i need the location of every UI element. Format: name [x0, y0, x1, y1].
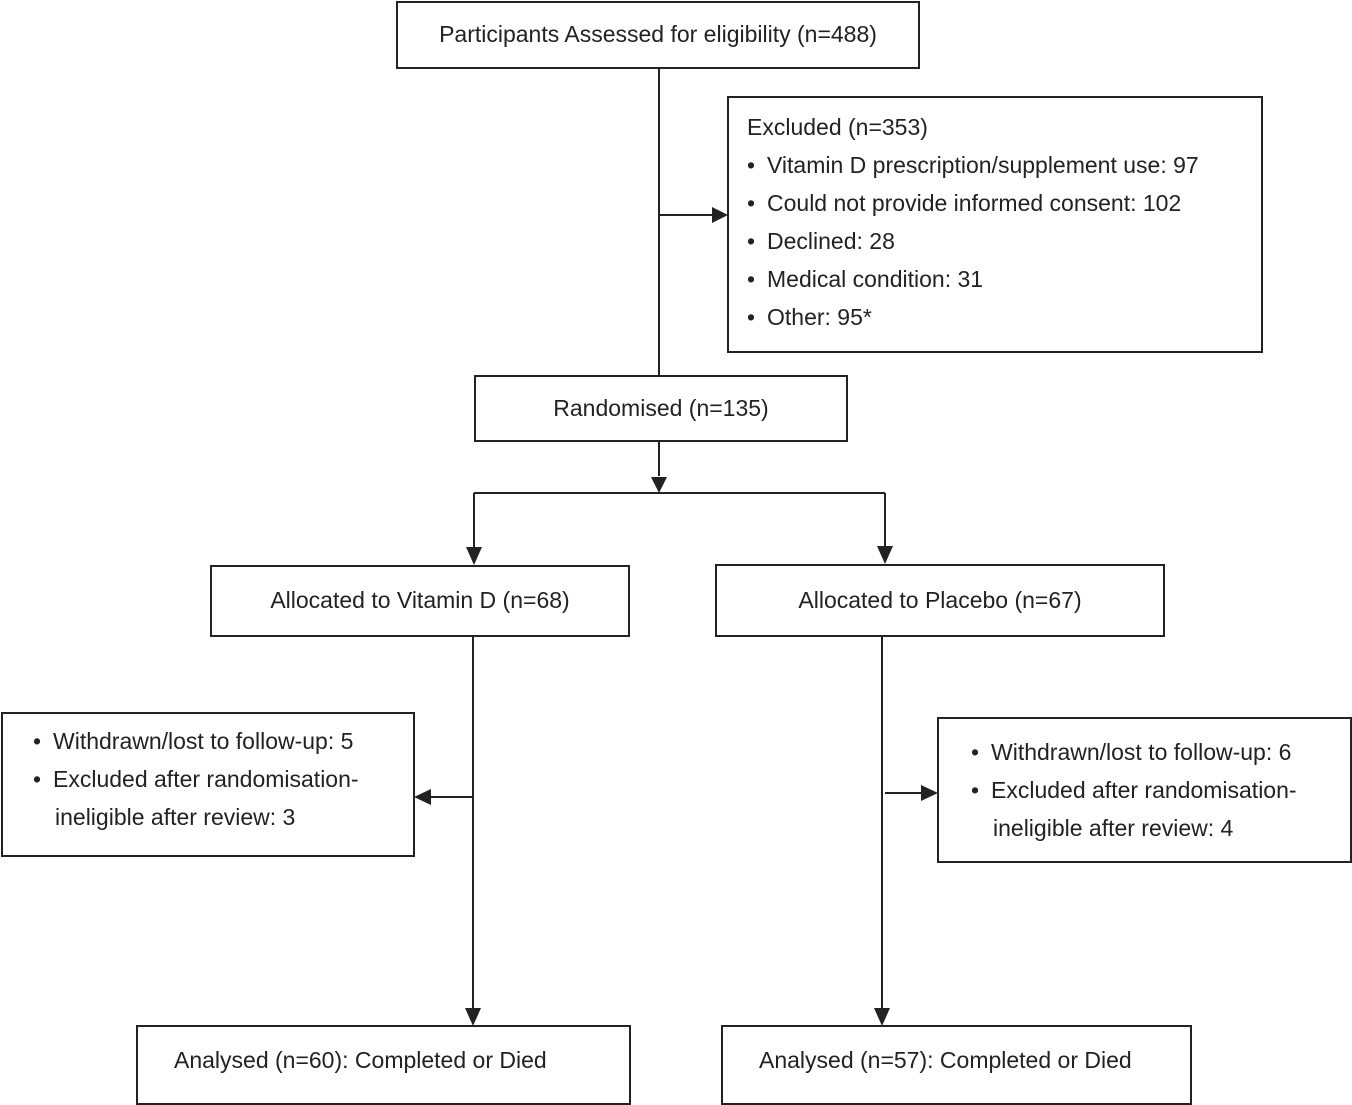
bullet-icon: • [33, 728, 42, 754]
vitd-losses-list: • Withdrawn/lost to follow-up: 5 • Exclu… [33, 728, 403, 842]
excluded-item: • Declined: 28 [747, 228, 1247, 266]
placebo-loss-label: Excluded after randomisation- [991, 777, 1297, 803]
excluded-title: Excluded (n=353) [747, 114, 928, 140]
vitd-loss-continuation: ineligible after review: 3 [33, 804, 403, 842]
allocated-placebo-box: Allocated to Placebo (n=67) [715, 564, 1165, 637]
placebo-losses-list: • Withdrawn/lost to follow-up: 6 • Exclu… [971, 739, 1344, 853]
excluded-item-label: Declined: 28 [767, 228, 895, 254]
arrowhead-split [651, 477, 667, 493]
placebo-loss-label: Withdrawn/lost to follow-up: 6 [991, 739, 1292, 765]
assessed-box: Participants Assessed for eligibility (n… [396, 1, 920, 69]
placebo-loss-item: • Excluded after randomisation- [971, 777, 1344, 815]
randomised-box: Randomised (n=135) [474, 375, 848, 442]
excluded-item-label: Could not provide informed consent: 102 [767, 190, 1182, 216]
allocated-vitd-box: Allocated to Vitamin D (n=68) [210, 565, 630, 637]
excluded-item-label: Other: 95* [767, 304, 872, 330]
analysed-placebo-box: Analysed (n=57): Completed or Died [721, 1025, 1192, 1105]
bullet-icon: • [33, 766, 42, 792]
bullet-icon: • [971, 739, 980, 765]
vitd-losses-box: • Withdrawn/lost to follow-up: 5 • Exclu… [1, 712, 415, 857]
excluded-item: • Medical condition: 31 [747, 266, 1247, 304]
placebo-loss-item: • Withdrawn/lost to follow-up: 6 [971, 739, 1344, 777]
bullet-icon: • [747, 190, 756, 216]
arrowhead-placebo-losses [921, 785, 938, 801]
vitd-loss-label: Withdrawn/lost to follow-up: 5 [53, 728, 354, 754]
excluded-item: • Could not provide informed consent: 10… [747, 190, 1247, 228]
excluded-item: • Vitamin D prescription/supplement use:… [747, 152, 1247, 190]
analysed-vitd-box: Analysed (n=60): Completed or Died [136, 1025, 631, 1105]
excluded-box: Excluded (n=353) • Vitamin D prescriptio… [727, 96, 1263, 353]
excluded-item: • Other: 95* [747, 304, 1247, 342]
arrowhead-analysed-placebo [874, 1008, 890, 1026]
excluded-list: • Vitamin D prescription/supplement use:… [747, 152, 1247, 342]
vitd-loss-label: ineligible after review: 3 [55, 804, 296, 830]
excluded-item-label: Medical condition: 31 [767, 266, 984, 292]
excluded-item-label: Vitamin D prescription/supplement use: 9… [767, 152, 1199, 178]
analysed-placebo-label: Analysed (n=57): Completed or Died [759, 1047, 1132, 1074]
randomised-label: Randomised (n=135) [553, 394, 769, 421]
bullet-icon: • [747, 304, 756, 330]
allocated-vitd-label: Allocated to Vitamin D (n=68) [270, 587, 570, 614]
bullet-icon: • [971, 777, 980, 803]
analysed-vitd-label: Analysed (n=60): Completed or Died [174, 1047, 547, 1074]
placebo-loss-continuation: ineligible after review: 4 [971, 815, 1344, 853]
assessed-label: Participants Assessed for eligibility (n… [439, 21, 877, 48]
placebo-losses-box: • Withdrawn/lost to follow-up: 6 • Exclu… [937, 717, 1352, 863]
arrowhead-vitd-losses [414, 789, 431, 805]
bullet-icon: • [747, 266, 756, 292]
bullet-icon: • [747, 152, 756, 178]
arrowhead-excluded [712, 207, 728, 223]
bullet-icon: • [747, 228, 756, 254]
placebo-loss-label: ineligible after review: 4 [993, 815, 1234, 841]
arrowhead-placebo [877, 546, 893, 564]
vitd-loss-item: • Withdrawn/lost to follow-up: 5 [33, 728, 403, 766]
allocated-placebo-label: Allocated to Placebo (n=67) [798, 586, 1082, 613]
arrowhead-vitd [466, 547, 482, 565]
vitd-loss-item: • Excluded after randomisation- [33, 766, 403, 804]
vitd-loss-label: Excluded after randomisation- [53, 766, 359, 792]
arrowhead-analysed-vitd [465, 1008, 481, 1026]
